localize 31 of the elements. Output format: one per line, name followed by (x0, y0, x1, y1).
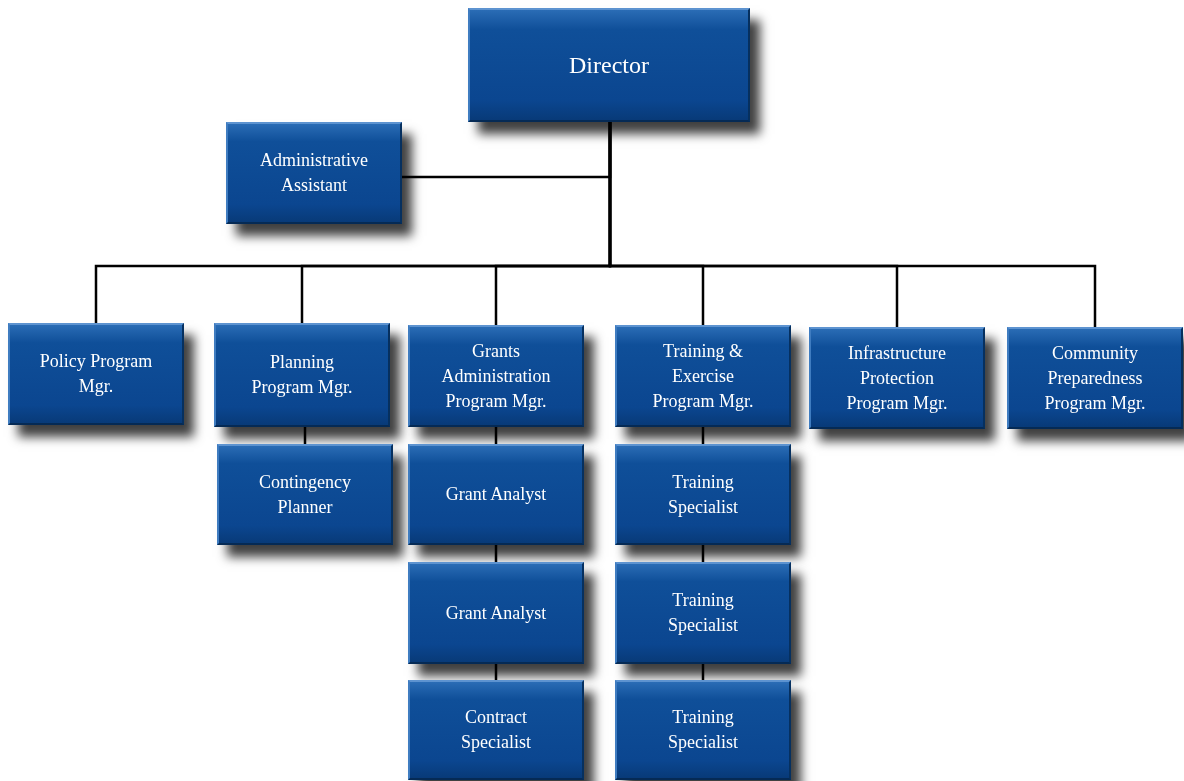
role-title: Grant Analyst (445, 483, 547, 506)
role-title: Grants Administration Program Mgr. (440, 339, 552, 413)
org-box (615, 444, 791, 545)
role-title: Contingency Planner (258, 470, 352, 519)
org-box (408, 562, 584, 664)
role-title: Grant Analyst (445, 601, 547, 625)
org-box (408, 680, 584, 780)
role-title: Infrastructure Protection Program Mgr. (845, 341, 949, 415)
org-box (408, 325, 584, 427)
org-box (615, 325, 791, 427)
role-title: Training Specialist (667, 470, 739, 519)
org-box (615, 680, 791, 780)
role-title: Training Specialist (667, 589, 739, 637)
org-box (615, 562, 791, 664)
role-title: Administrative Assistant (259, 149, 369, 197)
org-box (226, 122, 402, 224)
role-title: Director (569, 52, 649, 78)
org-box (214, 323, 390, 427)
org-box (468, 8, 750, 122)
org-box (1007, 327, 1183, 429)
role-title: Training & Exercise Program Mgr. (651, 339, 755, 413)
org-box (809, 327, 985, 429)
role-title: Policy Program Mgr. (38, 350, 154, 398)
role-title: Planning Program Mgr. (250, 351, 354, 399)
connector-line (608, 122, 1097, 327)
role-title: Training Specialist (667, 706, 739, 754)
org-box (408, 444, 584, 545)
role-title: Contract Specialist (460, 706, 532, 754)
role-title: Community Preparedness Program Mgr. (1043, 341, 1147, 415)
org-box (217, 444, 393, 545)
org-box (8, 323, 184, 425)
